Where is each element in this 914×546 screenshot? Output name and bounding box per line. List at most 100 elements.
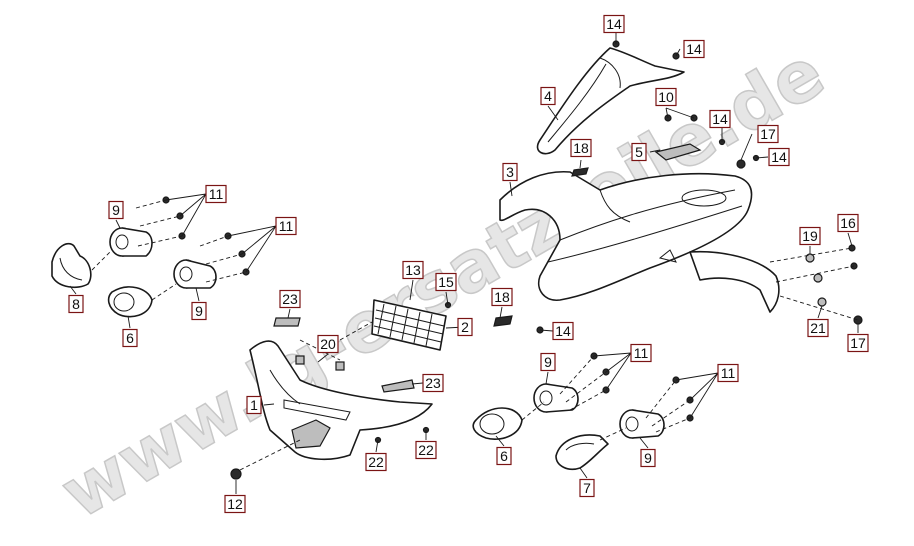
- callout-number: 5: [635, 144, 643, 160]
- callout-box: [246, 395, 262, 415]
- callout-box: [683, 39, 705, 59]
- part-9-bulb-holder-upper-left: [109, 227, 153, 257]
- callout-number: 16: [840, 215, 856, 231]
- callout-box: [205, 184, 227, 204]
- part-9-bulb-holder-lower-left: [173, 259, 217, 289]
- callout-1: 1: [246, 395, 262, 415]
- callout-box: [540, 86, 556, 106]
- callout-number: 15: [438, 274, 454, 290]
- callout-box: [847, 333, 869, 353]
- callout-22: 22: [365, 452, 387, 472]
- callout-box: [570, 138, 592, 158]
- callout-23: 23: [279, 289, 301, 309]
- callout-box: [640, 448, 656, 468]
- callout-number: 14: [771, 149, 787, 165]
- callout-box: [603, 14, 625, 34]
- callout-number: 9: [544, 354, 552, 370]
- callout-box: [457, 317, 473, 337]
- callout-number: 11: [279, 218, 294, 234]
- callout-box: [422, 373, 444, 393]
- part-8-headlight-housing-left: [51, 242, 92, 289]
- callout-14: 14: [552, 321, 574, 341]
- callout-10: 10: [655, 87, 677, 107]
- callout-9: 9: [108, 200, 124, 220]
- callout-3: 3: [502, 162, 518, 182]
- callout-number: 12: [227, 496, 243, 512]
- callout-21: 21: [807, 318, 829, 338]
- callout-11: 11: [275, 216, 297, 236]
- callout-box: [709, 109, 731, 129]
- callout-box: [275, 216, 297, 236]
- callout-6: 6: [122, 328, 138, 348]
- callout-number: 11: [721, 365, 736, 381]
- callout-box: [630, 343, 652, 363]
- part-9-bulb-holder-lower-right: [619, 409, 665, 439]
- callout-number: 19: [802, 228, 818, 244]
- callout-box: [631, 142, 647, 162]
- callout-number: 14: [686, 41, 702, 57]
- callout-number: 7: [583, 480, 591, 496]
- callout-box: [502, 162, 518, 182]
- part-19-21-washers: [805, 244, 863, 325]
- callout-number: 23: [425, 375, 441, 391]
- callout-13: 13: [402, 260, 424, 280]
- callout-20: 20: [317, 334, 339, 354]
- callout-box: [108, 200, 124, 220]
- callout-number: 3: [506, 164, 514, 180]
- callout-box: [122, 328, 138, 348]
- callout-number: 18: [494, 289, 510, 305]
- callout-23: 23: [422, 373, 444, 393]
- part-20-clips: [295, 355, 345, 371]
- callout-box: [655, 87, 677, 107]
- callout-15: 15: [435, 272, 457, 292]
- callout-6: 6: [496, 446, 512, 466]
- callout-2: 2: [457, 317, 473, 337]
- callout-number: 9: [644, 450, 652, 466]
- part-7-headlight-housing-right: [555, 434, 609, 471]
- callout-box: [552, 321, 574, 341]
- part-18-pads: [493, 167, 589, 327]
- callout-number: 1: [250, 397, 258, 413]
- part-6-lens-right: [472, 407, 523, 440]
- callout-number: 4: [544, 88, 552, 104]
- part-6-lens-left: [107, 286, 153, 318]
- callout-box: [435, 272, 457, 292]
- part-3-front-body: [499, 170, 780, 313]
- callout-number: 8: [72, 296, 80, 312]
- callout-14: 14: [709, 109, 731, 129]
- part-9-bulb-holder-upper-right: [533, 383, 579, 413]
- callout-19: 19: [799, 226, 821, 246]
- callout-number: 11: [209, 186, 224, 202]
- callout-box: [717, 363, 739, 383]
- callout-number: 20: [320, 336, 336, 352]
- callout-5: 5: [631, 142, 647, 162]
- callout-box: [224, 494, 246, 514]
- callout-11: 11: [717, 363, 739, 383]
- callout-12: 12: [224, 494, 246, 514]
- callout-number: 21: [810, 320, 826, 336]
- callout-14: 14: [603, 14, 625, 34]
- callout-box: [837, 213, 859, 233]
- callout-box: [757, 124, 779, 144]
- leader-lines: [69, 30, 859, 494]
- callout-17: 17: [757, 124, 779, 144]
- callout-8: 8: [68, 294, 84, 314]
- callout-number: 14: [712, 111, 728, 127]
- callout-box: [579, 478, 595, 498]
- callout-number: 22: [418, 442, 434, 458]
- callout-box: [191, 301, 207, 321]
- callout-14: 14: [683, 39, 705, 59]
- callout-box: [496, 446, 512, 466]
- callout-number: 6: [126, 330, 134, 346]
- callout-number: 14: [606, 16, 622, 32]
- callout-18: 18: [570, 138, 592, 158]
- callout-box: [768, 147, 790, 167]
- callout-number: 6: [500, 448, 508, 464]
- callout-number: 9: [195, 303, 203, 319]
- callout-number: 23: [282, 291, 298, 307]
- callout-number: 14: [555, 323, 571, 339]
- callout-7: 7: [579, 478, 595, 498]
- callout-box: [415, 440, 437, 460]
